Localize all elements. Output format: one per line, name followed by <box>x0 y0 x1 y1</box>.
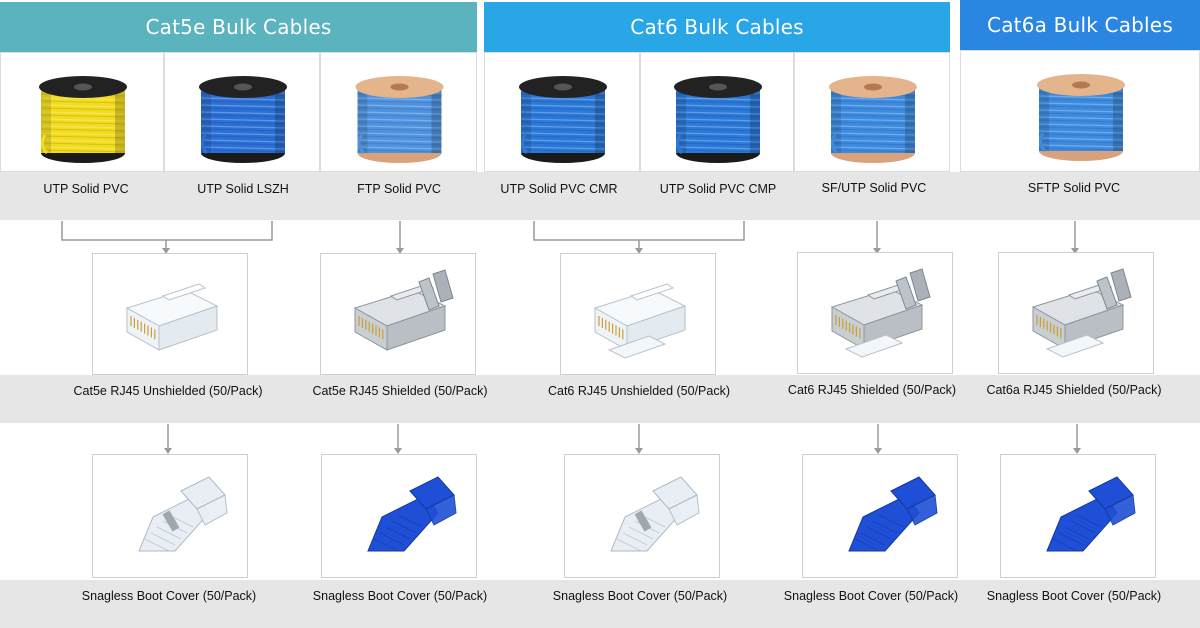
connector-image-box <box>797 252 953 374</box>
cable-reel-icon <box>199 76 287 163</box>
clear-boot-icon <box>138 476 228 552</box>
boot-image-box <box>564 454 720 578</box>
connector-label: Cat5e RJ45 Unshielded (50/Pack) <box>73 384 263 398</box>
connector-label: Cat5e RJ45 Shielded (50/Pack) <box>312 384 488 398</box>
cable-reel-icon <box>829 76 917 163</box>
cable-label: UTP Solid PVC <box>43 182 129 196</box>
cable-image-cell <box>640 52 794 172</box>
boot-image-box <box>321 454 477 578</box>
boot-label: Snagless Boot Cover (50/Pack) <box>783 589 959 603</box>
boot-image-box <box>92 454 248 578</box>
cable-label: SF/UTP Solid PVC <box>821 181 927 195</box>
rj45-unshielded-icon <box>125 283 219 351</box>
cable-reel-icon <box>39 76 127 163</box>
boot-label-band <box>0 580 1200 628</box>
cable-image-cell <box>164 52 320 172</box>
cable-image-cell <box>960 50 1200 172</box>
cable-image-cell <box>320 52 477 172</box>
cable-reel-icon <box>519 76 607 163</box>
rj45-shielded-icon <box>830 268 931 358</box>
boot-image-box <box>1000 454 1156 578</box>
blue-boot-icon <box>367 476 457 552</box>
boot-label: Snagless Boot Cover (50/Pack) <box>81 589 257 603</box>
blue-boot-icon <box>848 476 938 552</box>
cable-image-cell <box>794 52 950 172</box>
cable-reel-icon <box>1037 74 1125 161</box>
rj45-shielded-icon <box>353 269 454 351</box>
boot-label: Snagless Boot Cover (50/Pack) <box>312 589 488 603</box>
header-cat5e: Cat5e Bulk Cables <box>0 2 477 52</box>
rj45-unshielded-icon <box>593 283 687 359</box>
header-cat6: Cat6 Bulk Cables <box>484 2 950 52</box>
connector-label-band <box>0 375 1200 423</box>
clear-boot-icon <box>610 476 700 552</box>
cable-reel-icon <box>355 76 444 163</box>
cable-label: FTP Solid PVC <box>357 182 441 196</box>
connector-image-box <box>320 253 476 375</box>
connector-label: Cat6a RJ45 Shielded (50/Pack) <box>986 383 1162 397</box>
connector-label: Cat6 RJ45 Unshielded (50/Pack) <box>547 384 731 398</box>
connector-image-box <box>998 252 1154 374</box>
boot-image-box <box>802 454 958 578</box>
blue-boot-icon <box>1046 476 1136 552</box>
cable-label: SFTP Solid PVC <box>1027 181 1121 195</box>
cable-label-band <box>0 172 1200 220</box>
boot-label: Snagless Boot Cover (50/Pack) <box>552 589 728 603</box>
cable-image-cell <box>0 52 164 172</box>
rj45-shielded-icon <box>1031 268 1132 358</box>
cable-image-cell <box>484 52 640 172</box>
connector-image-box <box>92 253 248 375</box>
boot-label: Snagless Boot Cover (50/Pack) <box>986 589 1162 603</box>
cable-label: UTP Solid PVC CMR <box>500 182 618 196</box>
cable-label: UTP Solid LSZH <box>197 182 289 196</box>
cable-label: UTP Solid PVC CMP <box>659 182 777 196</box>
header-cat6a: Cat6a Bulk Cables <box>960 0 1200 50</box>
cable-reel-icon <box>674 76 762 163</box>
connector-label: Cat6 RJ45 Shielded (50/Pack) <box>787 383 957 397</box>
connector-image-box <box>560 253 716 375</box>
